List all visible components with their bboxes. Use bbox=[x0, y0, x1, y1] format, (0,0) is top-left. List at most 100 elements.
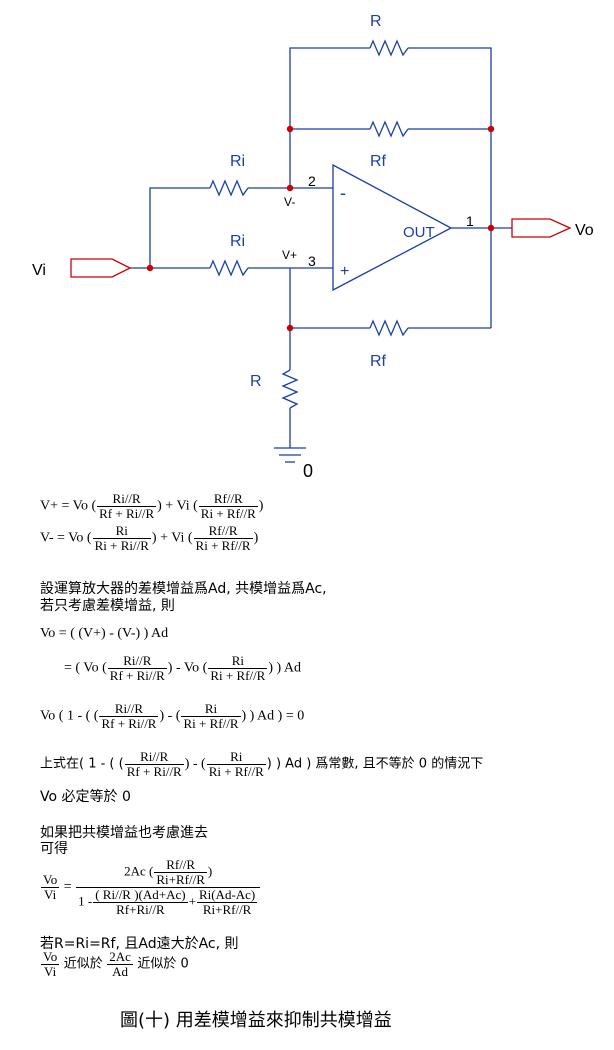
fraction-denominator: Vi bbox=[43, 887, 57, 902]
eq-vminus-lhs: V- = Vo ( bbox=[40, 530, 92, 546]
fraction-numerator: Ri//R bbox=[124, 750, 184, 765]
fraction-numerator: Rf//R bbox=[154, 858, 207, 873]
fraction-numerator: ( Ri//R )(Ad+Ac) bbox=[93, 887, 188, 903]
circuit-diagram: R Ri Rf Ri Rf R 0 Vi Vo OUT 2 3 1 - + V-… bbox=[32, 13, 594, 481]
wire-input-branch bbox=[149, 187, 210, 268]
eq-vminus-end: ) bbox=[253, 530, 259, 546]
eq-cond-end: ) ) Ad ) 爲常數, 且不等於 0 的情況下 bbox=[266, 756, 484, 772]
label-vi: Vi bbox=[32, 262, 46, 279]
eq-vo3-end: ) ) Ad ) = 0 bbox=[241, 708, 305, 724]
eq-vo2-mid: ) - Vo ( bbox=[167, 660, 208, 676]
label-opamp-out: OUT bbox=[403, 224, 435, 241]
text-common-mode-line2: 可得 bbox=[40, 841, 68, 857]
fraction: ( Ri//R )(Ad+Ac)Rf+Ri//R bbox=[93, 887, 188, 917]
fraction-denominator: Rf + Ri//R bbox=[126, 764, 182, 779]
fraction-denominator: Rf + Ri//R bbox=[99, 506, 155, 521]
figure-caption: 圖(十) 用差模增益來抑制共模增益 bbox=[120, 1010, 392, 1031]
eq-vo2-lhs: = ( Vo ( bbox=[64, 660, 107, 676]
label-rf-upper: Rf bbox=[370, 153, 387, 170]
fraction-numerator: Ri(Ad-Ac) bbox=[196, 887, 258, 903]
resistor-ri-upper-zigzag bbox=[209, 179, 249, 197]
eq-cond-mid: ) - ( bbox=[184, 756, 206, 772]
fraction-numerator: Ri bbox=[206, 750, 266, 765]
node-vplus-lower bbox=[286, 324, 294, 332]
label-ri-upper: Ri bbox=[230, 153, 245, 170]
gain-num-pre: 2Ac ( bbox=[124, 863, 154, 879]
resistor-rf-lower-zigzag bbox=[369, 319, 409, 337]
wire-top-loop-right bbox=[408, 47, 492, 328]
eq-gain-equals: = bbox=[63, 879, 72, 895]
fraction-denominator: Rf + Ri//R bbox=[101, 716, 157, 731]
eq-vo3-mid: ) - ( bbox=[159, 708, 181, 724]
resistor-top-zigzag bbox=[369, 39, 409, 57]
fraction-denominator: Ri + Rf//R bbox=[195, 538, 251, 553]
node-top-right bbox=[487, 125, 495, 133]
fraction-numerator: Ri//R bbox=[107, 654, 167, 669]
fraction-numerator: Ri bbox=[181, 702, 241, 717]
eq-vplus-end: ) bbox=[258, 498, 264, 514]
node-output bbox=[487, 224, 495, 232]
eq-vo3-lhs: Vo ( 1 - ( ( bbox=[40, 708, 99, 724]
fraction-denominator: Ri + Rf//R bbox=[200, 506, 256, 521]
fraction-denominator: Rf+Ri//R bbox=[116, 902, 165, 917]
eq-vplus-mid: ) + Vi ( bbox=[157, 498, 198, 514]
approx-text-2: 近似於 0 bbox=[137, 956, 189, 972]
fraction-numerator: Vo bbox=[41, 949, 60, 965]
fraction-denominator: Ri + Rf//R bbox=[208, 764, 264, 779]
label-ground-node: 0 bbox=[303, 461, 313, 481]
eq-vplus-lhs: V+ = Vo ( bbox=[40, 498, 97, 514]
fraction-denominator: Rf + Ri//R bbox=[109, 668, 165, 683]
resistor-ground-zigzag bbox=[281, 369, 299, 409]
label-rf-lower: Rf bbox=[370, 353, 387, 370]
eq-cond-lhs: 上式在( 1 - ( ( bbox=[40, 756, 124, 772]
fraction-numerator: Rf//R bbox=[193, 524, 253, 539]
fraction-numerator: Rf//R bbox=[198, 492, 258, 507]
eq-vo2-end: ) ) Ad bbox=[268, 660, 302, 676]
label-pin-2: 2 bbox=[308, 173, 316, 189]
label-minus-sign: - bbox=[340, 183, 346, 203]
text-common-mode-line1: 如果把共模增益也考慮進去 bbox=[40, 825, 208, 841]
text-assumption-line1: 設運算放大器的差模增益爲Ad, 共模增益爲Ac, bbox=[40, 581, 327, 597]
fraction-denominator: Ad bbox=[112, 964, 129, 979]
fraction-numerator: 2Ac bbox=[107, 949, 133, 965]
text-condition-equal: 若R=Ri=Rf, 且Ad遠大於Ac, 則 bbox=[40, 936, 239, 952]
fraction: Ri(Ad-Ac)Ri+Rf//R bbox=[196, 887, 258, 917]
label-r-ground: R bbox=[250, 373, 262, 390]
fraction-denominator: Ri + Rf//R bbox=[210, 668, 266, 683]
label-ri-lower: Ri bbox=[230, 233, 245, 250]
wire-top-loop bbox=[289, 47, 370, 188]
fraction-denominator: Ri+Rf//R bbox=[156, 872, 205, 887]
label-r-top: R bbox=[370, 13, 382, 30]
label-plus-sign: + bbox=[340, 263, 349, 280]
text-vo-zero: Vo 必定等於 0 bbox=[40, 789, 131, 805]
input-port-shape bbox=[70, 258, 132, 278]
gain-den-plus: + bbox=[188, 893, 196, 909]
node-top-left bbox=[286, 125, 294, 133]
gain-den-pre: 1 - bbox=[78, 893, 93, 909]
label-pin-1: 1 bbox=[466, 213, 474, 229]
fraction-numerator: Ri bbox=[208, 654, 268, 669]
output-port-shape bbox=[511, 218, 572, 238]
label-pin-3: 3 bbox=[308, 253, 316, 269]
